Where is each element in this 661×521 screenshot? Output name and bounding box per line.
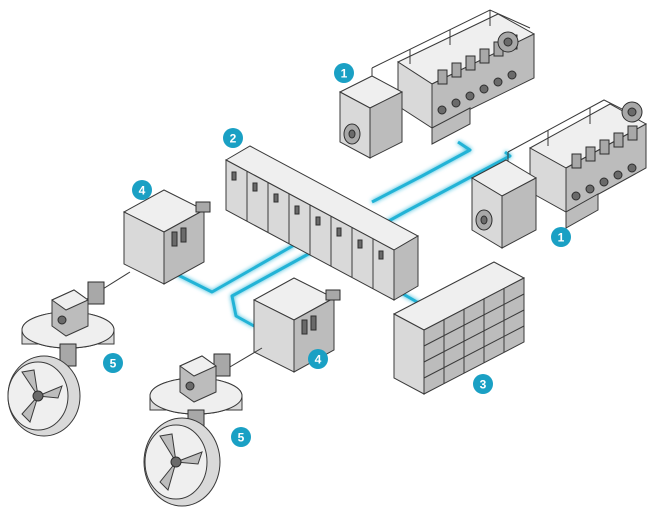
badge-label: 5: [110, 357, 117, 371]
cable-generator1-switchboard: [371, 140, 472, 204]
battery-bank-icon: [392, 261, 526, 395]
azimuth-thruster-icon: [7, 271, 131, 437]
diesel-generator-icon: [338, 9, 536, 159]
cable-switchboard-motor1: [175, 242, 297, 294]
badge-label: 1: [558, 231, 565, 245]
badge-label: 1: [341, 67, 348, 81]
azimuth-thruster-icon: [143, 347, 263, 507]
switchboard-icon: [224, 145, 420, 301]
badge-switchboard: 2: [223, 128, 243, 148]
badge-label: 4: [315, 353, 322, 367]
badge-generator-2: 1: [551, 227, 571, 247]
motor-icon: [122, 189, 211, 285]
badge-motor-1: 4: [132, 180, 152, 200]
badge-battery-bank: 3: [473, 374, 493, 394]
badge-label: 5: [238, 431, 245, 445]
diesel-generator-icon: [470, 99, 648, 249]
badge-motor-2: 4: [308, 349, 328, 369]
badge-generator-1: 1: [334, 63, 354, 83]
badge-label: 4: [139, 184, 146, 198]
cable-switchboard-motor2: [230, 250, 313, 328]
badge-thruster-1: 5: [103, 353, 123, 373]
badge-label: 2: [230, 132, 237, 146]
badge-thruster-2: 5: [231, 427, 251, 447]
badge-label: 3: [480, 378, 487, 392]
